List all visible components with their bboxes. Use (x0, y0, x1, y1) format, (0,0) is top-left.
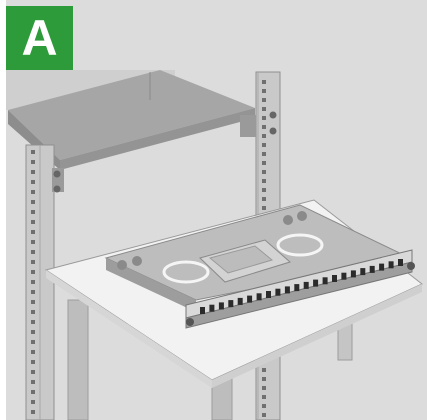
rail-hole (31, 380, 35, 384)
rail-hole (31, 300, 35, 304)
rail-hole (31, 170, 35, 174)
rail-hole (262, 143, 266, 147)
patch-port (284, 286, 290, 294)
patch-panel-ports (200, 259, 403, 314)
mounting-screw (53, 185, 61, 193)
rail-hole (262, 89, 266, 93)
rail-hole (262, 197, 266, 201)
rail-hole (31, 290, 35, 294)
patch-port (341, 272, 347, 280)
mounting-screw (53, 170, 61, 178)
rail-hole (31, 340, 35, 344)
rail-hole (31, 270, 35, 274)
rail-hole (31, 250, 35, 254)
patch-port (322, 277, 328, 285)
rail-hole (31, 400, 35, 404)
rail-hole (31, 350, 35, 354)
patch-port (256, 293, 262, 301)
patch-port (237, 297, 243, 305)
splice-tray (104, 204, 412, 312)
rail-hole (31, 320, 35, 324)
patch-port (379, 263, 385, 271)
patch-port (388, 261, 394, 269)
patch-port (369, 265, 375, 273)
rail-hole (31, 260, 35, 264)
patch-panel (185, 249, 415, 329)
step-badge: A (6, 6, 73, 70)
patch-port (303, 281, 309, 289)
panel-screw (186, 318, 194, 326)
patch-port (313, 279, 319, 287)
rail-hole (31, 210, 35, 214)
patch-port (266, 291, 271, 298)
rail-hole (262, 125, 266, 129)
patch-port (275, 288, 281, 296)
rail-hole (262, 179, 266, 183)
patch-port (294, 284, 300, 292)
patch-port (350, 270, 356, 278)
left-rail-holes (31, 150, 35, 414)
rail-hole (262, 80, 266, 84)
panel-screw (407, 262, 415, 270)
rail-hole (31, 190, 35, 194)
rail-hole (31, 150, 35, 154)
rail-hole (31, 230, 35, 234)
rail-hole (262, 377, 266, 381)
front-left-rack-rail (25, 144, 64, 420)
rail-hole (262, 161, 266, 165)
rail-hole (262, 368, 266, 372)
rail-hole (262, 107, 266, 111)
patch-port (247, 295, 253, 303)
patch-port (398, 259, 403, 266)
patch-port (218, 302, 224, 310)
rail-hole (31, 180, 35, 184)
rail-hole (31, 330, 35, 334)
rail-hole (31, 280, 35, 284)
rail-hole (262, 152, 266, 156)
rail-hole (31, 410, 35, 414)
rail-hole (262, 134, 266, 138)
rail-hole (31, 370, 35, 374)
rail-hole (262, 116, 266, 120)
rail-hole (262, 395, 266, 399)
rail-hole (262, 404, 266, 408)
mounting-screw (269, 111, 277, 119)
rail-hole (31, 360, 35, 364)
patch-port (209, 304, 215, 312)
tray-mount-hole (117, 260, 127, 270)
tray-mount-hole (297, 211, 307, 221)
patch-port (228, 300, 234, 308)
rail-hole (31, 160, 35, 164)
rail-hole (31, 310, 35, 314)
fiber-guide-right (276, 233, 324, 257)
mounting-screw (269, 127, 277, 135)
fiber-guide-left (162, 260, 210, 284)
rail-hole (31, 200, 35, 204)
rail-hole (262, 413, 266, 417)
tray-mount-hole (283, 215, 293, 225)
rail-hole (262, 170, 266, 174)
rail-hole (262, 206, 266, 210)
rail-hole (31, 390, 35, 394)
rail-hole (262, 386, 266, 390)
patch-port (360, 268, 366, 276)
patch-port (200, 307, 205, 314)
patch-port (332, 275, 337, 282)
rail-hole (31, 220, 35, 224)
tray-mount-hole (132, 256, 142, 266)
rail-hole (262, 188, 266, 192)
rail-hole (262, 98, 266, 102)
rail-hole (31, 240, 35, 244)
